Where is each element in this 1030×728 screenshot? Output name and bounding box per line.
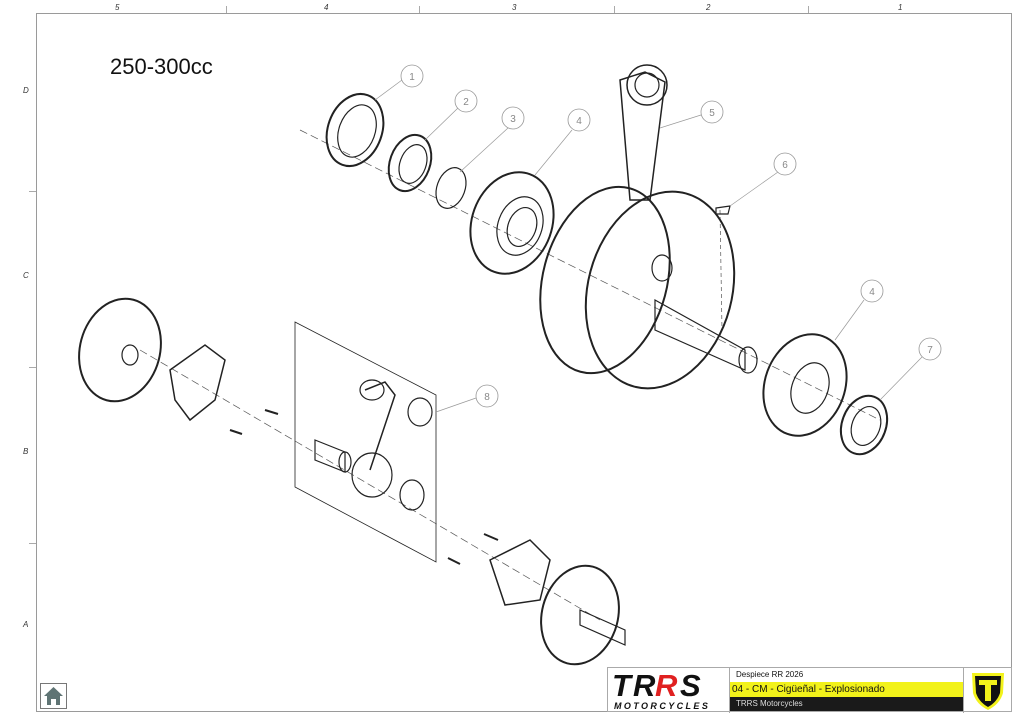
center-axis-lower xyxy=(139,349,601,621)
leader-lines xyxy=(374,79,923,413)
callout-1: 1 xyxy=(400,64,424,88)
svg-text:R: R xyxy=(633,668,656,703)
svg-text:T: T xyxy=(612,668,634,703)
callout-3: 3 xyxy=(501,106,525,130)
zone-tick xyxy=(419,6,420,13)
callout-4: 4 xyxy=(567,108,591,132)
svg-text:4: 4 xyxy=(869,287,875,298)
column-label: 5 xyxy=(115,3,120,12)
svg-text:7: 7 xyxy=(927,345,933,356)
svg-text:S: S xyxy=(680,668,701,703)
part-kit-connecting-rod xyxy=(294,321,437,563)
part-woodruff-key xyxy=(715,205,731,215)
part-crank-half-left xyxy=(78,297,279,435)
part-seal-right xyxy=(839,394,889,456)
column-label: 3 xyxy=(512,3,517,12)
part-main-bearing-right xyxy=(762,333,848,437)
column-label: 4 xyxy=(324,3,329,12)
part-bearing-ring xyxy=(387,133,433,193)
zone-tick xyxy=(808,6,809,13)
title-block: T R R S MOTORCYCLES Despiece RR 2026 04 … xyxy=(607,667,1012,713)
key-axis xyxy=(719,209,723,331)
home-button[interactable] xyxy=(40,683,67,709)
callout-5: 5 xyxy=(700,100,724,124)
svg-text:3: 3 xyxy=(510,114,516,125)
zone-tick xyxy=(614,6,615,13)
row-label: B xyxy=(23,447,29,456)
row-label: D xyxy=(23,86,29,95)
sheet-title: 250-300cc xyxy=(110,54,213,79)
drawing-frame xyxy=(36,13,1012,712)
svg-text:8: 8 xyxy=(484,392,490,403)
callout-7: 7 xyxy=(918,337,942,361)
zone-tick xyxy=(29,191,36,192)
trrs-shield-logo xyxy=(963,668,1012,713)
callout-2: 2 xyxy=(454,89,478,113)
drawing-name: 04 - CM - Cigüeñal - Explosionado xyxy=(730,682,963,697)
company-name: TRRS Motorcycles xyxy=(730,697,963,711)
project-name: Despiece RR 2026 xyxy=(736,670,804,679)
callout-8: 8 xyxy=(475,384,499,408)
zone-tick xyxy=(29,367,36,368)
trrs-logo: T R R S MOTORCYCLES xyxy=(608,668,730,713)
svg-text:1: 1 xyxy=(409,72,415,83)
svg-text:2: 2 xyxy=(463,97,469,108)
svg-text:4: 4 xyxy=(576,116,582,127)
zone-tick xyxy=(226,6,227,13)
part-oil-seal xyxy=(325,93,385,167)
home-icon xyxy=(44,687,63,705)
part-o-ring xyxy=(435,167,467,209)
row-label: A xyxy=(23,620,29,629)
part-crankshaft xyxy=(539,64,758,390)
svg-text:MOTORCYCLES: MOTORCYCLES xyxy=(614,701,710,711)
column-label: 1 xyxy=(898,3,903,12)
column-label: 2 xyxy=(706,3,711,12)
callout-6: 6 xyxy=(773,152,797,176)
row-label: C xyxy=(23,271,29,280)
callout-4b: 4 xyxy=(860,279,884,303)
part-crank-half-right xyxy=(447,533,626,666)
zone-tick xyxy=(29,543,36,544)
svg-text:6: 6 xyxy=(782,160,788,171)
svg-text:R: R xyxy=(655,668,678,703)
svg-text:5: 5 xyxy=(709,108,715,119)
part-main-bearing xyxy=(469,171,555,275)
